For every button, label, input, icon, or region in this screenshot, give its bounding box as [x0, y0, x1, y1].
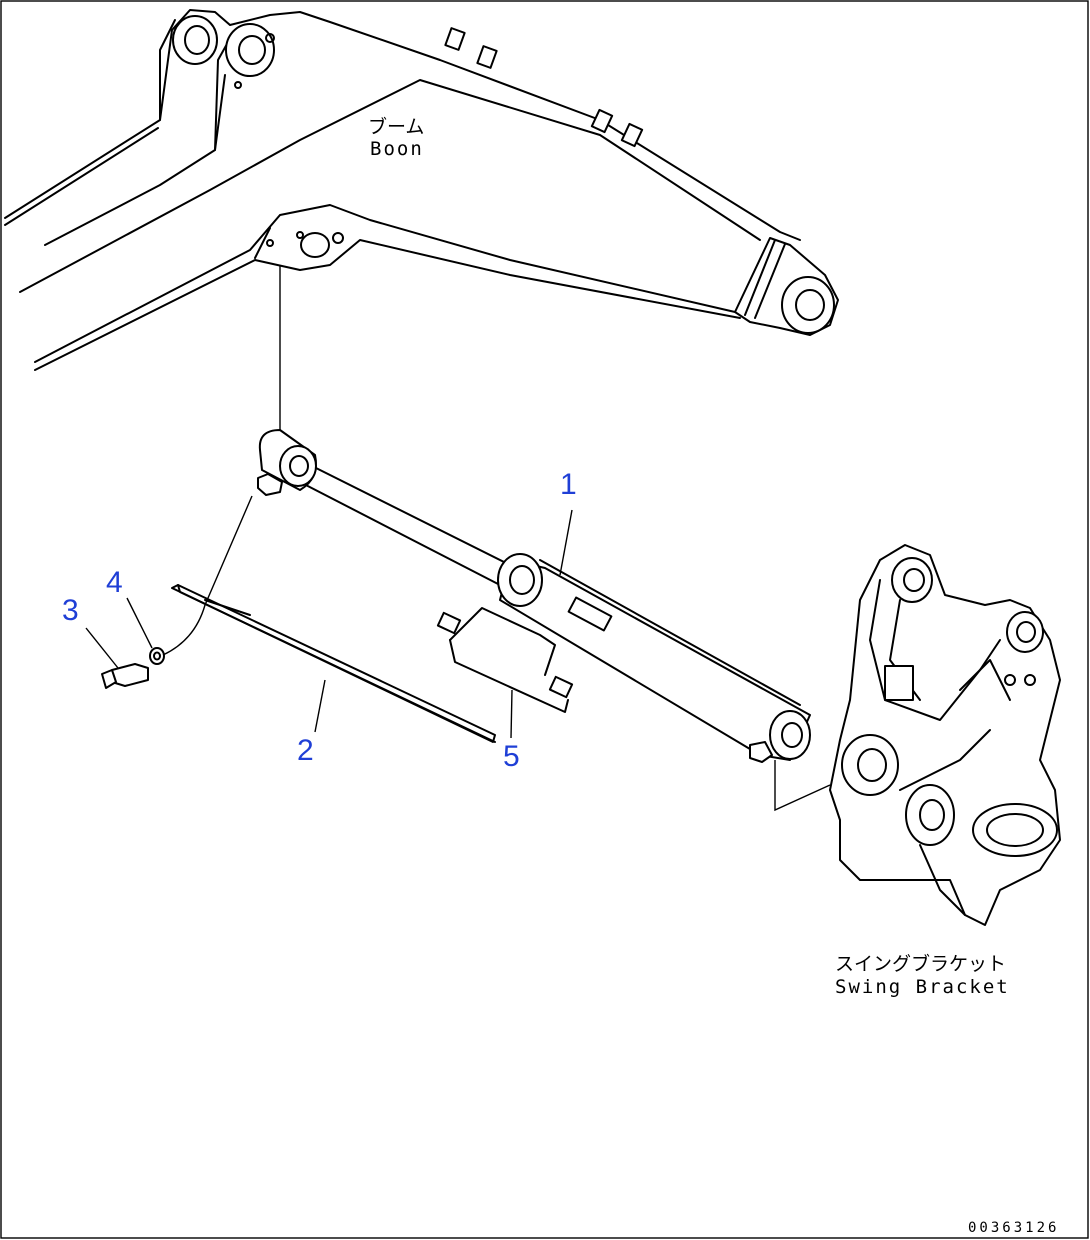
callout-3[interactable]: 3	[62, 594, 79, 627]
swing-bracket-label-jp: スイングブラケット	[835, 952, 1006, 975]
swing-bracket-drawing	[829, 544, 1061, 926]
leader-1	[559, 509, 573, 576]
leader-cylinder-bracket	[774, 760, 831, 812]
leader-5	[510, 689, 513, 739]
boom-label-en: Boon	[370, 138, 424, 160]
leader-3	[85, 627, 119, 669]
boom-drawing	[4, 9, 839, 371]
leader-4	[126, 597, 153, 649]
swing-bracket-label-en: Swing Bracket	[835, 976, 1010, 998]
drawing-code: 00363126	[968, 1220, 1059, 1236]
cylinder-drawing	[257, 429, 811, 763]
leader-2	[314, 679, 326, 733]
boom-label-jp: ブーム	[368, 115, 424, 138]
callout-1[interactable]: 1	[560, 468, 577, 501]
bracket-drawing	[436, 607, 574, 713]
cover-drawing	[171, 584, 496, 743]
callout-5[interactable]: 5	[503, 740, 520, 773]
bolt-washer-drawing	[101, 495, 253, 689]
callout-2[interactable]: 2	[297, 734, 314, 767]
callout-4[interactable]: 4	[106, 566, 123, 599]
